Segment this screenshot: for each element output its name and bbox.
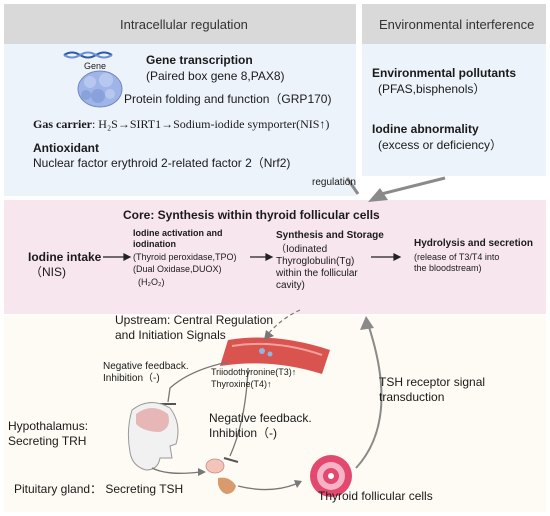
arrowhead-tsh-receptor	[360, 316, 374, 330]
tsh-receptor-1: TSH receptor signal	[379, 375, 486, 389]
feedback-curve-left	[167, 361, 229, 403]
neg-feedback-mid-1: Negative feedback.	[209, 411, 312, 425]
synthesis-storage-detail-1: （Iodinated	[276, 244, 328, 255]
blood-vessel-icon	[220, 337, 330, 374]
upstream-title-2: and Initiation Signals	[115, 328, 226, 342]
t3-label: Triiodothyronine(T3)↑	[211, 367, 297, 377]
gas-carrier-label: Gas carrier	[33, 117, 92, 131]
tsh-receptor-2: transduction	[379, 390, 445, 404]
antioxidant-title: Antioxidant	[33, 141, 99, 155]
regulation-arrows	[345, 176, 446, 196]
iodine-intake-title: Iodine intake	[28, 250, 102, 264]
t4-label: Thyroxine(T4)↑	[211, 379, 272, 389]
arrow-tsh-receptor	[355, 323, 383, 469]
intracellular-header-band	[4, 4, 356, 44]
neg-feedback-mid-2: Inhibition（-)	[209, 426, 278, 440]
iodine-intake-detail: （NIS)	[30, 265, 67, 279]
gene-icon-label: Gene	[84, 61, 107, 71]
arrowhead-to-follicular	[294, 480, 302, 488]
synthesis-storage-detail-2: Thyroglobulin(Tg)	[276, 256, 355, 267]
iodine-abnormality-detail: (excess or deficiency）	[378, 138, 503, 152]
hydrolysis-detail-1: (release of T3/T4 into	[414, 252, 500, 262]
neg-feedback-left-2: Inhibition（-)	[103, 373, 160, 384]
environmental-header-band	[362, 4, 546, 44]
protein-icon	[77, 70, 123, 108]
gene-transcription-detail: (Paired box gene 8,PAX8)	[146, 69, 285, 83]
follicular-cells-label: Thyroid follicular cells	[318, 489, 433, 503]
arrowhead-to-pituitary	[198, 468, 206, 476]
iodination-title-2: iodination	[133, 239, 176, 249]
regulation-label: regulation	[312, 177, 356, 188]
core-title: Core: Synthesis within thyroid follicula…	[123, 208, 380, 222]
gene-transcription-title: Gene transcription	[146, 53, 253, 67]
arrow-hypothalamus-to-pituitary	[151, 467, 201, 474]
pollutants-title: Environmental pollutants	[372, 66, 517, 80]
intracellular-header: Intracellular regulation	[120, 17, 248, 32]
antioxidant-detail: Nuclear factor erythroid 2-related facto…	[33, 156, 291, 170]
neg-feedback-left-1: Negative feedback.	[103, 361, 189, 372]
dashed-arrow-to-core	[267, 309, 301, 335]
core-flow-arrows	[103, 253, 402, 261]
hydrolysis-title: Hydrolysis and secretion	[414, 238, 533, 249]
core-panel	[4, 200, 546, 314]
pituitary-icon	[205, 458, 236, 494]
gas-carrier-line: Gas carrier: H₂S→SIRT1→Sodium-iodide sym…	[33, 117, 329, 131]
dashed-arrowhead	[264, 330, 274, 340]
hypothalamus-1: Hypothalamus:	[8, 419, 89, 433]
regulation-arrowhead	[368, 188, 388, 202]
iodination-detail-3: (H₂O₂)	[138, 277, 165, 287]
head-icon	[127, 402, 179, 471]
protein-folding-text: Protein folding and function（GRP170)	[124, 92, 332, 106]
upstream-title-1: Upstream: Central Regulation	[115, 313, 274, 327]
synthesis-storage-title: Synthesis and Storage	[276, 230, 384, 241]
iodination-title-1: Iodine activation and	[133, 228, 223, 238]
environmental-header: Environmental interference	[379, 17, 535, 32]
iodination-detail-1: (Thyroid peroxidase,TPO)	[133, 252, 237, 262]
hypothalamus-2: Secreting TRH	[8, 434, 87, 448]
pollutants-detail: (PFAS,bisphenols）	[378, 82, 486, 96]
gas-carrier-detail: : H₂S→SIRT1→Sodium-iodide symporter(NIS↑…	[91, 117, 330, 131]
dna-icon	[63, 51, 113, 59]
hydrolysis-detail-2: the bloodstream)	[414, 263, 482, 273]
synthesis-storage-detail-3: within the follicular	[276, 268, 358, 279]
inhibition-bar-mid	[223, 457, 239, 463]
feedback-curve-mid	[229, 367, 249, 457]
synthesis-storage-detail-4: cavity)	[276, 280, 305, 291]
iodination-detail-2: (Dual Oxidase,DUOX)	[133, 264, 222, 274]
iodine-abnormality-title: Iodine abnormality	[372, 122, 479, 136]
follicular-cell-icon	[310, 455, 352, 497]
pituitary-label: Pituitary gland： Secreting TSH	[14, 482, 184, 496]
arrow-pituitary-to-follicular	[237, 483, 297, 491]
